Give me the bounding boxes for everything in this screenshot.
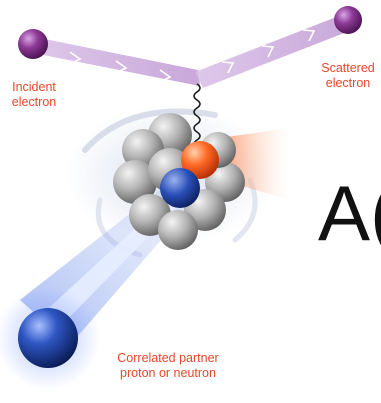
- scattered-electron: [334, 6, 362, 34]
- nucleus-symbol-text: A(: [318, 168, 381, 258]
- nucleon: [158, 210, 198, 250]
- partner-nucleon-label: Correlated partner proton or neutron: [102, 351, 234, 381]
- scattered-electron-label: Scattered electron: [312, 61, 381, 91]
- partner-nucleon: [18, 308, 78, 368]
- incident-electron-label: Incident electron: [2, 80, 66, 110]
- incident-electron: [18, 29, 48, 59]
- partner-nucleon-origin: [160, 168, 200, 208]
- incident-electron-beam: [30, 36, 200, 86]
